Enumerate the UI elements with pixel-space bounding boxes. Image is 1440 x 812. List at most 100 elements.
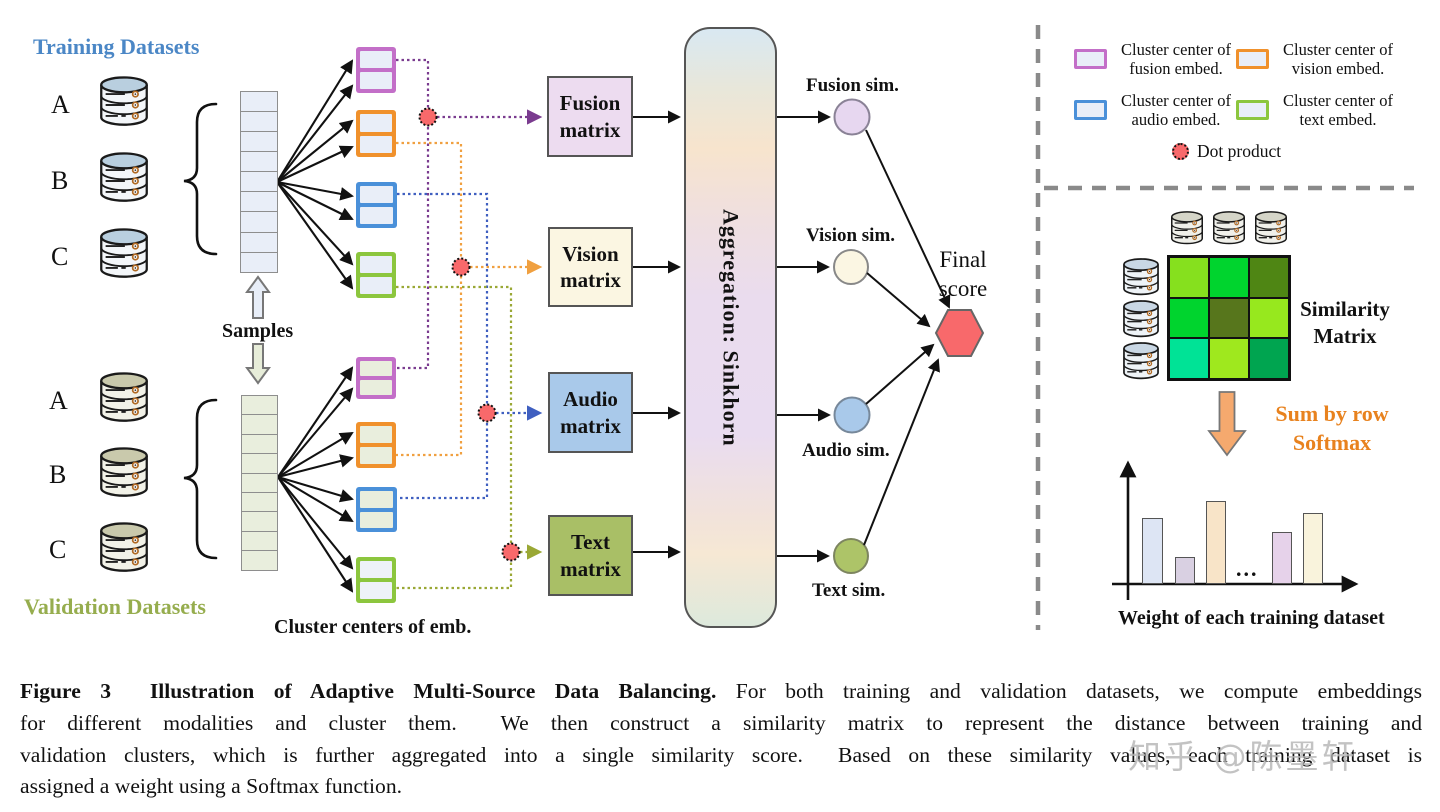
watermark: 知乎 @陈墨轩 <box>1128 737 1358 776</box>
database-icon <box>96 228 152 279</box>
connector-layer <box>183 25 1414 630</box>
database-icon <box>96 152 152 203</box>
database-icon <box>1120 342 1162 380</box>
validation-row-label: A <box>49 386 68 415</box>
fusion-matrix-box: Fusion matrix <box>547 76 633 157</box>
weight-bar <box>1303 513 1323 584</box>
legend-label: Cluster center of audio embed. <box>1121 91 1231 130</box>
cluster-centers-label: Cluster centers of emb. <box>274 616 472 638</box>
training-datasets-title: Training Datasets <box>33 34 200 59</box>
vision-cluster-box-training <box>356 110 396 157</box>
final-score-hexagon <box>934 309 985 357</box>
brace-training <box>183 102 218 256</box>
matrix-cell <box>1169 257 1209 298</box>
matrix-cell <box>1249 257 1289 298</box>
caption-line: assigned a weight using a Softmax functi… <box>20 774 403 799</box>
audio-swatch <box>1074 100 1107 121</box>
database-icon <box>96 447 152 498</box>
caption-bold: Figure 3 Illustration of Adaptive Multi-… <box>20 679 717 703</box>
figure-caption: Figure 3 Illustration of Adaptive Multi-… <box>20 676 1422 803</box>
sim-to-final-arrows <box>863 129 951 546</box>
audio-cluster-box-training <box>356 182 397 228</box>
fusion-cluster-box-training <box>356 47 396 93</box>
aggregation-to-sim-arrows <box>777 110 831 563</box>
validation-row-label: B <box>49 460 67 489</box>
similarity-matrix-label: Similarity Matrix <box>1300 297 1390 349</box>
database-icon <box>1120 258 1162 296</box>
legend-label: Cluster center of fusion embed. <box>1121 40 1231 79</box>
matrix-cell <box>1249 297 1289 338</box>
fusion-swatch <box>1074 49 1107 70</box>
legend-dot-product: Dot product <box>1172 141 1281 162</box>
validation-datasets-title: Validation Datasets <box>24 594 206 619</box>
fusion-dotted-path <box>396 58 430 370</box>
dot-product-label: Dot product <box>1197 141 1282 161</box>
matrix-cell <box>1249 338 1289 379</box>
matrix-cell <box>1209 338 1249 379</box>
matrix-to-aggregation-arrows <box>633 110 681 559</box>
bars-ellipsis: ... <box>1236 556 1259 581</box>
vision-matrix-box: Vision matrix <box>548 227 633 307</box>
weights-label: Weight of each training dataset <box>1118 607 1385 629</box>
legend-fusion: Cluster center of fusion embed. <box>1074 40 1237 79</box>
database-icon <box>1210 211 1248 245</box>
fusion-sim-circle <box>833 98 871 136</box>
weight-bar <box>1272 532 1292 584</box>
validation-samples-column <box>241 394 278 571</box>
weights-axes <box>1112 460 1359 600</box>
vision-sim-label: Vision sim. <box>806 225 896 246</box>
legend-audio: Cluster center of audio embed. <box>1074 91 1237 130</box>
training-row-label: B <box>51 166 69 195</box>
text-sim-label: Text sim. <box>812 580 886 601</box>
softmax-line1: Sum by row <box>1275 401 1389 426</box>
caption-line: for different modalities and cluster the… <box>20 710 1422 735</box>
audio-sim-label: Audio sim. <box>802 440 890 461</box>
matrix-cell <box>1209 297 1249 338</box>
final-score-label: Final score <box>938 247 988 301</box>
softmax-line2: Softmax <box>1292 429 1372 455</box>
caption-line: validation clusters, which is further ag… <box>20 742 1422 767</box>
text-cluster-box-training <box>356 252 396 298</box>
weight-bar <box>1175 557 1195 584</box>
database-icon <box>96 522 152 573</box>
aggregation-label: Aggregation: Sinkhorn <box>718 208 744 447</box>
legend-vision: Cluster center of vision embed. <box>1236 40 1399 79</box>
text-dotted-path <box>396 285 513 590</box>
text-sim-circle <box>833 538 869 574</box>
audio-matrix-box: Audio matrix <box>548 372 633 453</box>
fanout-validation <box>277 366 354 593</box>
samples-down-arrow <box>245 343 271 385</box>
vision-sim-circle <box>833 249 869 285</box>
similarity-matrix-grid <box>1167 255 1291 381</box>
database-icon <box>96 76 152 127</box>
softmax-label: Sum by row Softmax <box>1262 400 1402 457</box>
matrix-cell <box>1169 338 1209 379</box>
fanout-training <box>276 59 355 290</box>
text-matrix-box: Text matrix <box>548 515 633 596</box>
audio-dotted-path <box>397 192 489 500</box>
dot-product-icon <box>1172 143 1189 160</box>
fusion-sim-label: Fusion sim. <box>806 75 899 96</box>
database-icon <box>1120 300 1162 338</box>
softmax-down-arrow <box>1207 391 1247 457</box>
matrix-cell <box>1169 297 1209 338</box>
validation-row-label: C <box>49 535 67 564</box>
legend-label: Cluster center of text embed. <box>1283 91 1393 130</box>
samples-label: Samples <box>222 320 294 342</box>
brace-validation <box>183 398 218 560</box>
fusion-cluster-box-validation <box>356 357 396 399</box>
aggregation-sinkhorn-panel: Aggregation: Sinkhorn <box>684 27 777 628</box>
matrix-cell <box>1209 257 1249 298</box>
samples-up-arrow <box>245 275 271 319</box>
audio-sim-circle <box>833 396 871 434</box>
training-row-label: A <box>51 90 70 119</box>
legend-text: Cluster center of text embed. <box>1236 91 1399 130</box>
dot-product-icons <box>418 107 521 562</box>
vision-dotted-path <box>396 141 463 457</box>
vision-cluster-box-validation <box>356 422 396 468</box>
database-icon <box>96 372 152 423</box>
training-samples-column <box>240 90 278 273</box>
text-swatch <box>1236 100 1269 121</box>
training-row-label: C <box>51 242 69 271</box>
